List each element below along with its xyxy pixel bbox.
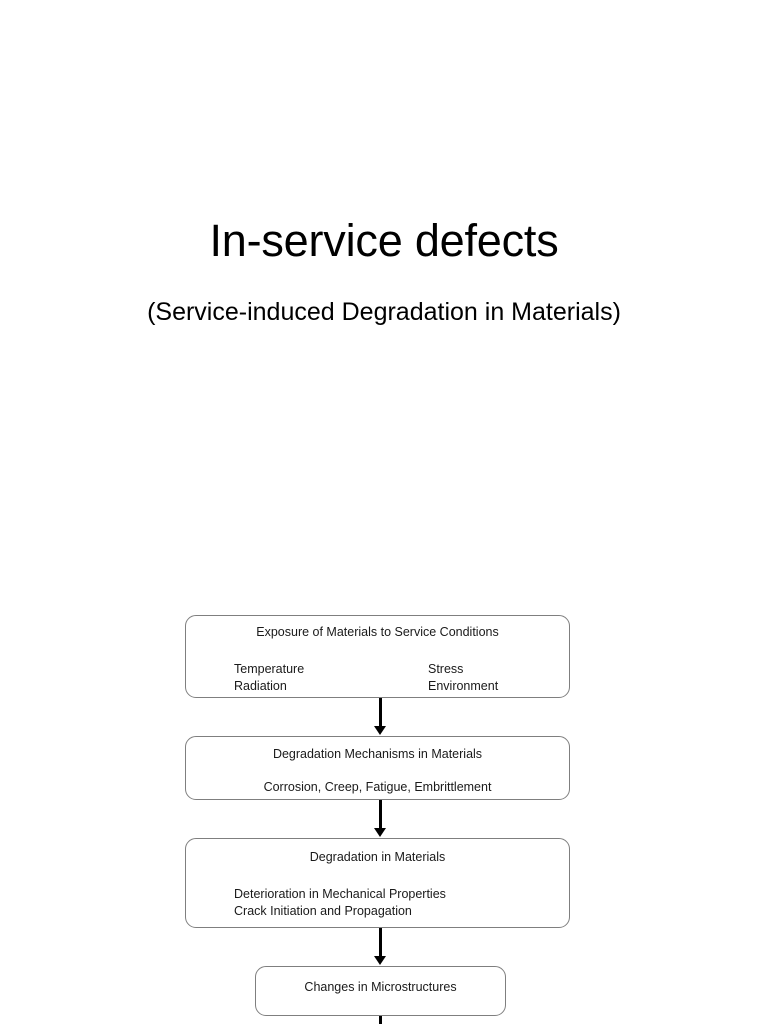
flow-node-degradation[interactable]: Degradation in Materials Deterioration i… xyxy=(185,838,570,928)
flow-node-mechanisms[interactable]: Degradation Mechanisms in Materials Corr… xyxy=(185,736,570,800)
flow-connector-3-arrowhead xyxy=(374,956,386,965)
flow-node-exposure-column-right: Stress Environment xyxy=(428,661,498,696)
flow-node-microstructures-title: Changes in Microstructures xyxy=(304,980,457,994)
flow-node-degradation-title: Degradation in Materials xyxy=(309,850,446,864)
flow-node-mechanisms-title: Degradation Mechanisms in Materials xyxy=(272,747,483,761)
flow-connector-1-arrowhead xyxy=(374,726,386,735)
flow-node-exposure-column-left: Temperature Radiation xyxy=(234,661,304,696)
flow-node-exposure[interactable]: Exposure of Materials to Service Conditi… xyxy=(185,615,570,698)
flow-node-exposure-columns: Temperature Radiation Stress Environment xyxy=(186,661,569,697)
flow-node-degradation-line-2: Crack Initiation and Propagation xyxy=(234,904,412,919)
flow-node-exposure-title: Exposure of Materials to Service Conditi… xyxy=(256,625,499,639)
flow-node-exposure-item-stress: Stress xyxy=(428,662,464,676)
page-title: In-service defects xyxy=(209,215,559,266)
flow-node-exposure-item-temperature: Temperature xyxy=(234,662,305,676)
flow-connector-3-line xyxy=(379,928,382,957)
flow-node-microstructures[interactable]: Changes in Microstructures xyxy=(255,966,506,1016)
flow-node-exposure-item-radiation: Radiation xyxy=(234,679,287,694)
flow-connector-4-line xyxy=(379,1016,382,1024)
flow-node-exposure-item-environment: Environment xyxy=(428,679,499,694)
flow-node-degradation-line-1: Deterioration in Mechanical Properties xyxy=(234,887,446,901)
flow-node-degradation-lines: Deterioration in Mechanical Properties C… xyxy=(234,886,446,921)
flow-connector-2-line xyxy=(379,800,382,829)
flow-connector-1-line xyxy=(379,698,382,727)
flow-connector-2-arrowhead xyxy=(374,828,386,837)
page-subtitle: (Service-induced Degradation in Material… xyxy=(147,298,621,326)
flow-node-mechanisms-body: Corrosion, Creep, Fatigue, Embrittlement xyxy=(263,780,492,794)
